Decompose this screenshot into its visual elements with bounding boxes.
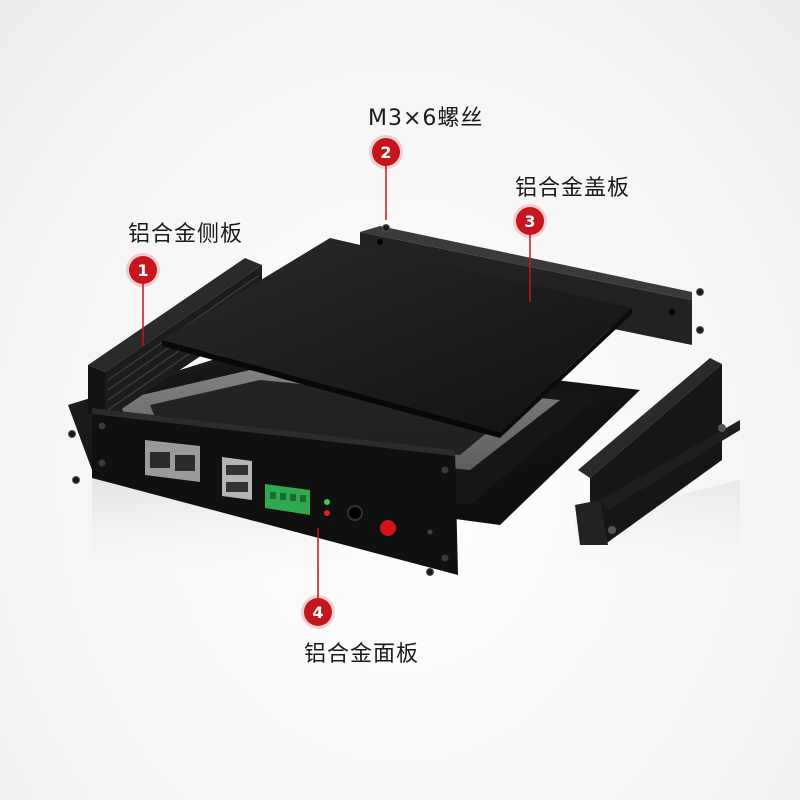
power-button-icon: [380, 520, 396, 536]
callout-label-side-plate: 铝合金侧板: [128, 222, 244, 247]
green-led-icon: [324, 499, 330, 505]
callout-label-cover-plate: 铝合金盖板: [515, 176, 631, 201]
callout-badge-4: 4: [304, 598, 332, 626]
power-jack-icon: [347, 505, 363, 521]
usb-ports: [222, 457, 252, 500]
callout-badge-2: 2: [372, 138, 400, 166]
ethernet-ports: [145, 440, 200, 482]
callout-label-front-panel: 铝合金面板: [304, 642, 420, 667]
callout-badge-3: 3: [516, 207, 544, 235]
callout-badge-1: 1: [129, 256, 157, 284]
front-panel: [92, 408, 458, 575]
leader-lines: [142, 165, 531, 598]
screws: [68, 224, 704, 576]
cover-plate: [162, 226, 692, 438]
right-side-plate: [575, 358, 740, 545]
red-led-icon: [324, 510, 330, 516]
callout-label-screw: M3×6螺丝: [368, 106, 484, 131]
terminal-block: [265, 484, 310, 515]
